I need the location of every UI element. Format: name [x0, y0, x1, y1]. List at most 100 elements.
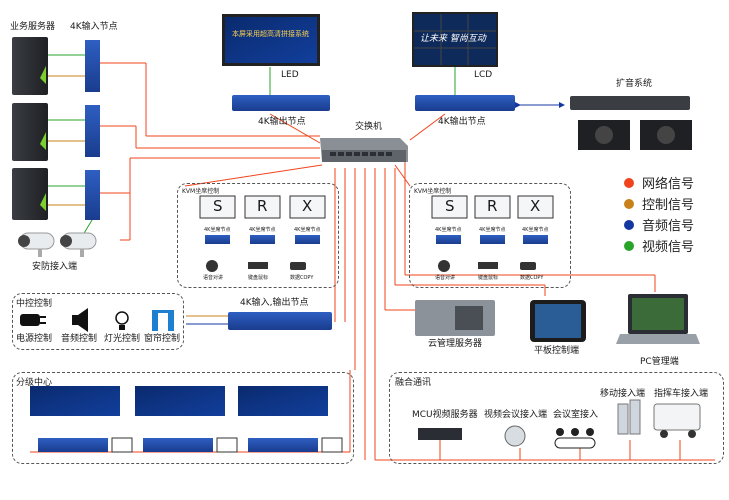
- kvm-left-device-1: 语音对讲: [203, 275, 224, 281]
- io-node-label: 4K输入,输出节点: [240, 298, 309, 308]
- legend-control-label: 控制信号: [642, 198, 695, 213]
- legend-control-dot: [624, 198, 634, 209]
- led-screen: [222, 14, 320, 66]
- central-control-box: [12, 293, 184, 350]
- central-item-2: 音频控制: [61, 334, 98, 344]
- business-servers-label: 业务服务器: [10, 22, 56, 32]
- business-server-towers: [12, 37, 48, 220]
- lcd-label: LCD: [474, 70, 493, 80]
- kvm-left-device-3: 数据COPY: [290, 275, 314, 281]
- branch-screen-walls: [30, 386, 328, 416]
- kvm-right-node-2: 4K坐席节点: [479, 227, 506, 233]
- kvm-right-letter-2: R: [487, 197, 498, 215]
- command-vehicle-label: 指挥车接入端: [654, 389, 709, 399]
- legend-control: 控制信号: [624, 194, 694, 213]
- output-node-right: [415, 95, 515, 111]
- central-item-3: 灯光控制: [104, 334, 141, 344]
- kvm-left-title: KVM坐席控制: [182, 188, 220, 195]
- kvm-left-letter-3: X: [302, 197, 313, 215]
- lcd-screen: [412, 12, 498, 67]
- mobile-label: 移动接入端: [600, 389, 646, 399]
- kvm-right-letter-3: X: [530, 197, 541, 215]
- switch-label: 交换机: [355, 122, 383, 132]
- led-label: LED: [281, 70, 299, 80]
- kvm-right-box: [409, 183, 571, 288]
- speaker-icon: [72, 308, 88, 332]
- network-switch: [320, 138, 408, 162]
- fusion-box: [389, 372, 724, 464]
- kvm-left-letter-1: S: [213, 197, 223, 215]
- video-conf-label: 视频会议接入端: [484, 410, 548, 420]
- kvm-left-monitors: [199, 195, 326, 272]
- kvm-right-title: KVM坐席控制: [414, 188, 452, 195]
- camera-1: [18, 232, 55, 257]
- tablet-label: 平板控制端: [534, 346, 580, 356]
- kvm-right-node-1: 4K坐席节点: [435, 227, 462, 233]
- power-plug-icon: [20, 314, 46, 326]
- led-screen-text: 本屏采用超高清拼接系统: [232, 30, 309, 38]
- output-node-left: [232, 95, 330, 111]
- network-signal-lines: [30, 62, 715, 461]
- lcd-screen-text: 让未来 智尚互动: [420, 34, 486, 44]
- conference-camera: [504, 425, 526, 447]
- mcu-server-device: [418, 428, 462, 440]
- audio-amplifier: [570, 96, 690, 110]
- branch-center-title: 分级中心: [16, 378, 53, 388]
- kvm-right-device-1: 语音对讲: [435, 275, 456, 281]
- central-control-title: 中控控制: [16, 299, 53, 309]
- tablet-device: [530, 300, 586, 342]
- server-tower-2: [12, 103, 48, 161]
- kvm-right-monitors: [431, 195, 554, 272]
- legend-video-dot: [624, 240, 634, 251]
- legend-network: 网络信号: [624, 173, 694, 192]
- branch-nodes: [38, 437, 343, 453]
- server-tower-3: [12, 168, 48, 220]
- legend-network-label: 网络信号: [642, 177, 695, 192]
- cloud-server-label: 云管理服务器: [428, 339, 483, 349]
- input-node-label: 4K输入节点: [70, 22, 118, 32]
- pc-laptop: [616, 294, 700, 344]
- legend-audio: 音频信号: [624, 215, 694, 234]
- pc-label: PC管理端: [640, 357, 679, 367]
- fusion-title: 融合通讯: [395, 378, 432, 388]
- mcu-label: MCU视频服务器: [412, 410, 478, 420]
- meeting-room-people: [554, 428, 596, 449]
- light-bulb-icon: [115, 311, 129, 330]
- legend-network-dot: [624, 177, 634, 188]
- kvm-left-node-1: 4K坐席节点: [204, 227, 231, 233]
- legend-audio-label: 音频信号: [642, 219, 695, 234]
- input-nodes: [85, 40, 100, 220]
- kvm-left-node-2: 4K坐席节点: [249, 227, 276, 233]
- output-node-right-label: 4K输出节点: [438, 117, 486, 127]
- fusion-devices: [418, 399, 701, 449]
- curtain-icon: [152, 310, 174, 331]
- speakers: [578, 120, 692, 150]
- legend-video-label: 视频信号: [642, 240, 695, 255]
- kvm-right-node-3: 4K坐席节点: [522, 227, 549, 233]
- security-cameras: [18, 232, 97, 257]
- meeting-room-label: 会议室接入: [553, 410, 599, 420]
- cloud-server: [415, 300, 495, 336]
- security-access-label: 安防接入端: [32, 262, 78, 272]
- camera-2: [60, 232, 97, 257]
- kvm-left-letter-2: R: [257, 197, 268, 215]
- output-node-left-label: 4K输出节点: [258, 117, 306, 127]
- kvm-left-node-3: 4K坐席节点: [294, 227, 321, 233]
- kvm-right-device-3: 数据COPY: [520, 275, 544, 281]
- server-tower-1: [12, 37, 48, 95]
- branch-center-box: [12, 372, 354, 464]
- kvm-left-device-2: 键盘鼠标: [248, 275, 269, 281]
- legend-audio-dot: [624, 219, 634, 230]
- kvm-left-box: [177, 183, 339, 288]
- audio-system-label: 扩音系统: [616, 79, 653, 89]
- command-vehicle: [653, 403, 701, 438]
- kvm-right-letter-1: S: [445, 197, 455, 215]
- mobile-devices: [617, 399, 641, 435]
- legend-video: 视频信号: [624, 236, 694, 255]
- io-node: [228, 312, 332, 330]
- central-item-1: 电源控制: [16, 334, 53, 344]
- central-control-icons: [20, 308, 174, 332]
- central-item-4: 窗帘控制: [144, 334, 181, 344]
- kvm-right-device-2: 键盘鼠标: [478, 275, 499, 281]
